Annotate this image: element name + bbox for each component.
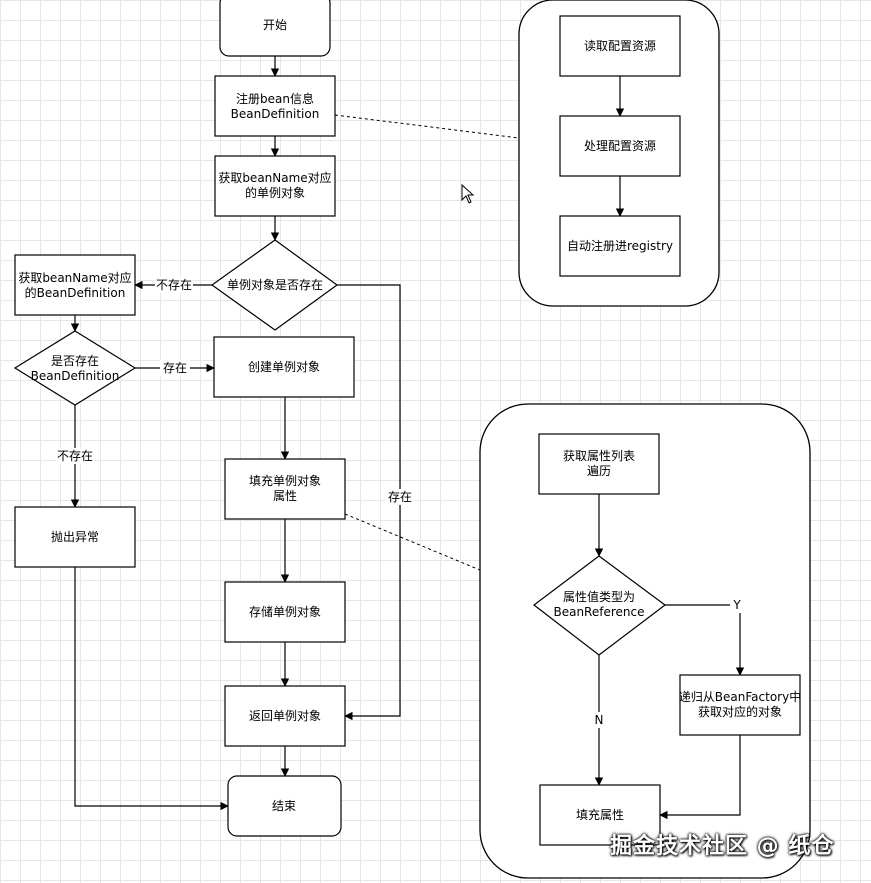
node-singleton-exists-shape [210,239,339,331]
edge-throw-end [74,567,229,811]
watermark-text: 掘金技术社区 @ 纸仓 [610,834,835,859]
node-bean-reference-label-2: BeanReference [553,605,644,619]
node-get-singleton-label-1: 获取beanName对应 [218,170,331,185]
node-process-config-shape [559,115,681,177]
node-fill-label-1: 填充单例对象 [249,473,321,488]
node-get-singleton-label-2: 的单例对象 [245,185,305,200]
node-auto-register-label: 自动注册进registry [567,238,673,253]
node-throw-label: 抛出异常 [51,529,99,544]
node-start-label: 开始 [263,18,287,32]
property-filling-container [479,403,811,879]
node-return-label: 返回单例对象 [249,709,321,723]
node-property-list-shape [538,433,660,495]
label-exist-2: 存在 [163,361,187,375]
node-get-definition-label-1: 获取beanName对应 [18,270,131,285]
dashed-connector-register [334,114,520,139]
dashed-connector-fill [344,513,481,571]
node-property-list-label-2: 遍历 [587,464,611,478]
label-not-exist-2: 不存在 [57,449,93,463]
node-return-shape [224,685,346,747]
node-recursive-label-2: 获取对应的对象 [698,704,782,719]
node-process-config-label: 处理配置资源 [584,139,656,153]
node-definition-exists-shape [13,330,137,406]
node-start-shape [219,0,331,57]
node-fill-label-2: 属性 [273,489,297,503]
node-fill-attribute-label: 填充属性 [576,807,624,822]
label-yes: Y [732,598,741,612]
node-recursive-label-1: 递归从BeanFactory中 [679,689,801,704]
node-read-config-shape [559,15,681,77]
label-not-exist-1: 不存在 [156,278,192,292]
node-end-label: 结束 [272,799,296,813]
label-no: N [595,713,604,727]
node-throw-shape [14,506,136,568]
node-store-label: 存储单例对象 [249,604,321,619]
node-store-shape [224,581,346,643]
node-property-list-label-1: 获取属性列表 [563,449,635,463]
edge-recursive-fill-attribute [659,735,741,820]
node-end-shape [227,775,342,837]
node-get-singleton-shape [214,155,336,217]
node-create-shape [213,336,355,398]
node-fill-shape [224,458,346,520]
node-get-definition-label-2: 的BeanDefinition [25,285,126,300]
node-register-label-1: 注册bean信息 [236,91,314,106]
node-read-config-label: 读取配置资源 [584,39,656,53]
node-bean-reference-shape [533,555,667,656]
node-singleton-exists-label: 单例对象是否存在 [227,278,323,292]
node-recursive-shape [679,674,801,736]
node-bean-reference-label-1: 属性值类型为 [563,589,635,604]
node-create-label: 创建单例对象 [248,360,320,374]
node-fill-attribute-shape [539,784,661,846]
label-exist-1: 存在 [388,490,412,504]
node-get-definition-shape [14,254,136,316]
node-definition-exists-label-2: BeanDefinition [31,369,120,383]
node-register-label-2: BeanDefinition [231,107,320,121]
node-register-shape [214,75,336,137]
node-auto-register-shape [559,215,681,277]
node-definition-exists-label-1: 是否存在 [51,354,99,368]
mouse-cursor-icon [461,184,475,204]
